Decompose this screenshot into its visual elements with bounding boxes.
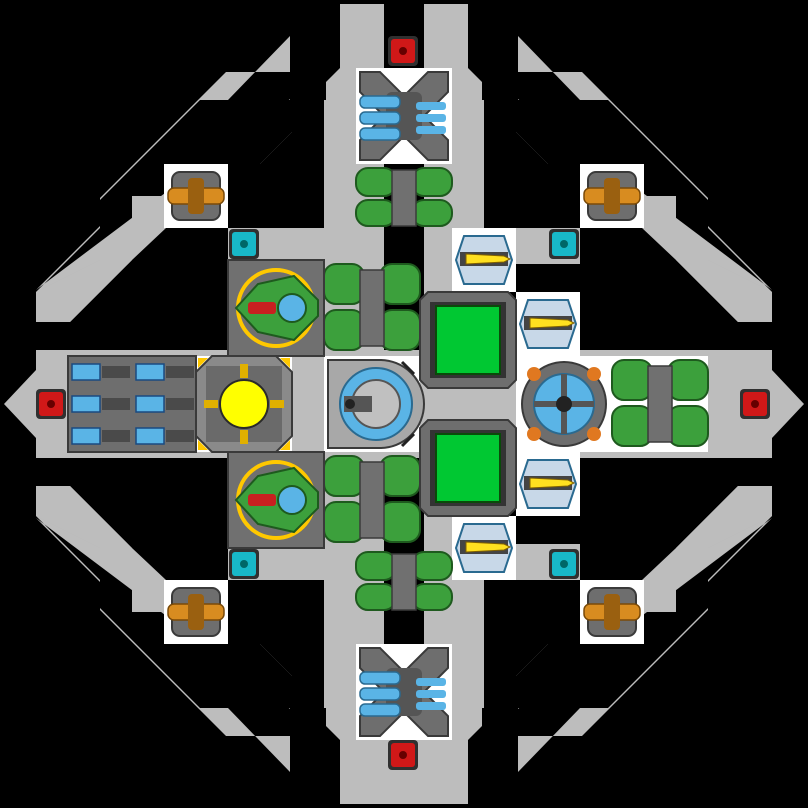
red-sensor-left [36, 389, 66, 419]
cyan-sensor-br [549, 549, 579, 579]
ion-cannon-bottom [227, 451, 325, 549]
missile-launcher-2 [518, 299, 578, 349]
ion-cannons [227, 259, 325, 549]
thruster-top-2 [323, 263, 421, 351]
thruster-top-1 [355, 167, 453, 227]
autocannon-tr [583, 171, 641, 221]
missile-launcher-4 [454, 523, 514, 573]
thruster-pods [323, 167, 709, 611]
heavy-gun-top [359, 71, 449, 161]
cyan-sensor-bl [229, 549, 259, 579]
battery-bank [67, 355, 197, 453]
shield-generators [419, 291, 517, 517]
cyan-sensor-tl [229, 229, 259, 259]
command-dome [327, 359, 425, 449]
autocannon-br [583, 587, 641, 637]
thruster-bottom-2 [323, 455, 421, 543]
flak-turret [521, 361, 607, 447]
autocannons [167, 171, 641, 637]
cyan-sensor-blocks [229, 229, 579, 579]
red-sensor-top [388, 36, 418, 66]
red-sensor-bottom [388, 740, 418, 770]
reactor-core [195, 355, 293, 453]
thruster-bottom-1 [355, 551, 453, 611]
ion-cannon-top [227, 259, 325, 357]
missile-launcher-3 [518, 459, 578, 509]
autocannon-bl [167, 587, 225, 637]
missile-launchers [454, 235, 578, 573]
red-sensor-blocks [36, 36, 770, 770]
heavy-gun-bottom [359, 647, 449, 737]
missile-launcher-1 [454, 235, 514, 285]
cyan-sensor-tr [549, 229, 579, 259]
thruster-right [611, 359, 709, 447]
red-sensor-right [740, 389, 770, 419]
shield-generator-top [419, 291, 517, 389]
shield-generator-bottom [419, 419, 517, 517]
autocannon-tl [167, 171, 225, 221]
